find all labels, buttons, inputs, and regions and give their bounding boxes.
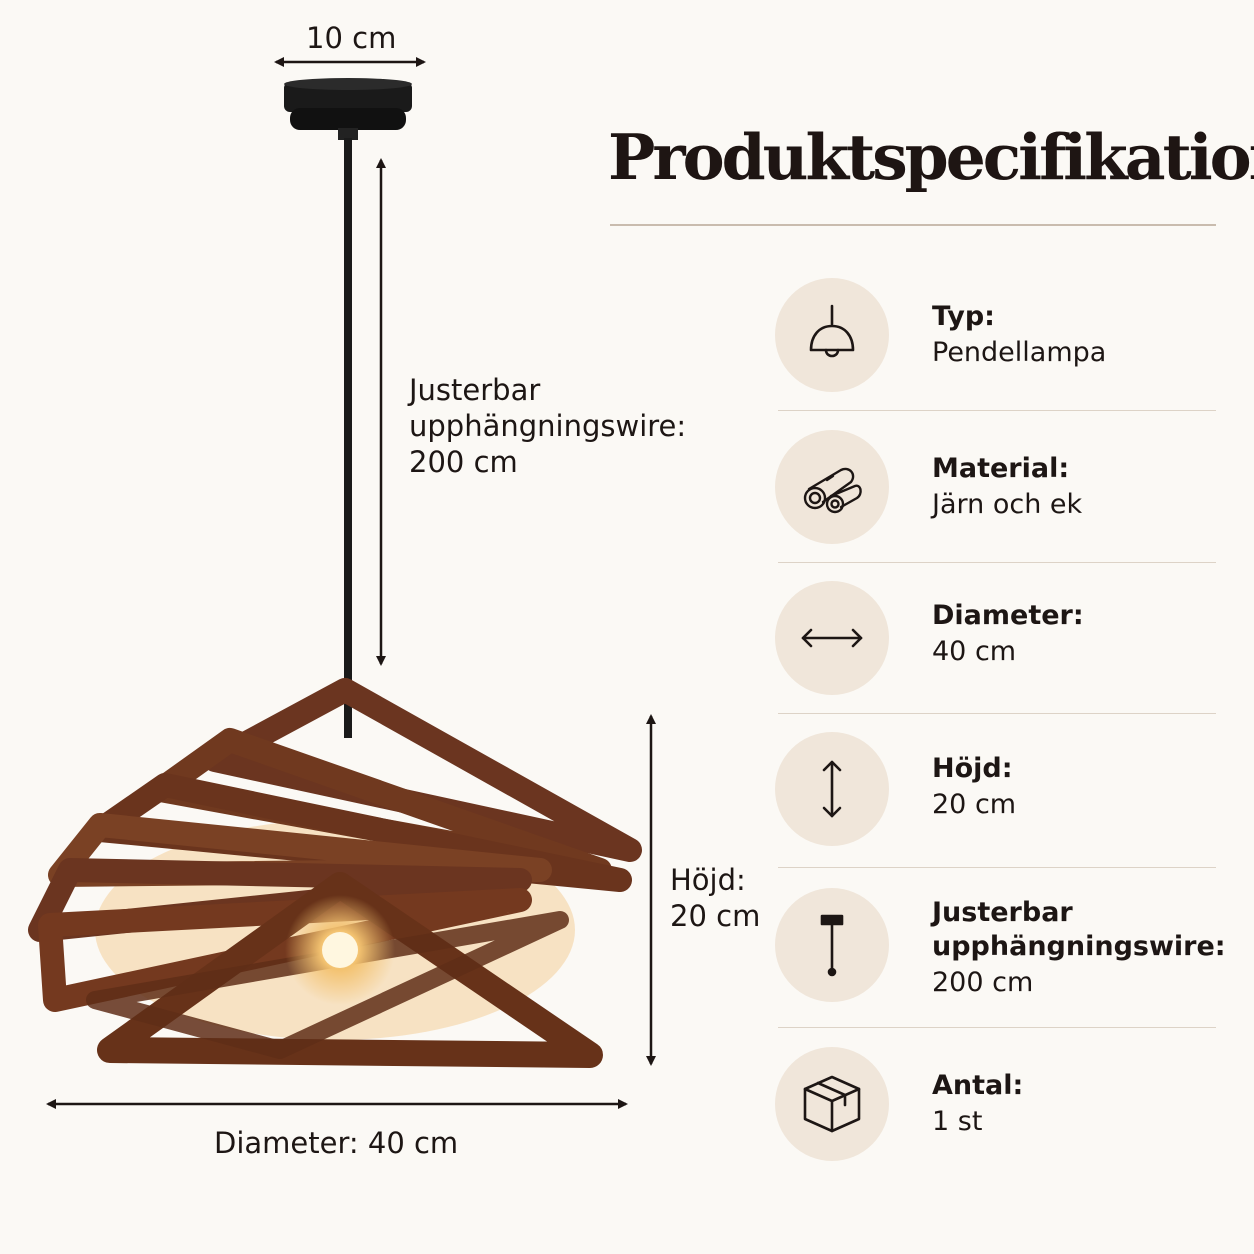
lamp-illustration xyxy=(28,57,656,1109)
spec-value: 20 cm xyxy=(932,789,1017,820)
spec-divider xyxy=(778,1027,1216,1028)
title-divider xyxy=(610,224,1216,226)
spec-text-material: Material: Järn och ek xyxy=(932,452,1082,523)
spec-label: Antal: xyxy=(932,1070,1024,1101)
spec-icon-circle xyxy=(775,581,889,695)
spec-label-line-1: Justerbar xyxy=(932,897,1073,928)
spec-label: Typ: xyxy=(932,301,995,332)
height-label-line-2: 20 cm xyxy=(670,899,761,933)
page-title: Produktspecifikation xyxy=(608,120,1254,194)
spec-row-quantity: Antal: 1 st xyxy=(775,1047,1216,1161)
spec-value: Pendellampa xyxy=(932,337,1107,368)
spec-label: Höjd: xyxy=(932,753,1013,784)
height-label-line-1: Höjd: xyxy=(670,863,746,897)
spec-label: Material: xyxy=(932,453,1070,484)
pendant-lamp-icon xyxy=(809,304,855,358)
wire-label-line-3: 200 cm xyxy=(409,445,518,479)
wire-dimension-label: Justerbar upphängningswire: 200 cm xyxy=(409,372,686,480)
spec-label-line-2: upphängningswire: xyxy=(932,931,1226,962)
wire-label-line-1: Justerbar xyxy=(409,373,541,407)
spec-row-diameter: Diameter: 40 cm xyxy=(775,581,1216,695)
spec-icon-circle xyxy=(775,430,889,544)
spec-row-height: Höjd: 20 cm xyxy=(775,732,1216,846)
horizontal-arrow-icon xyxy=(801,628,863,648)
wood-logs-icon xyxy=(803,467,862,514)
spec-text-quantity: Antal: 1 st xyxy=(932,1069,1023,1140)
spec-divider xyxy=(778,713,1216,714)
spec-icon-circle xyxy=(775,888,889,1002)
spec-text-type: Typ: Pendellampa xyxy=(932,300,1106,371)
spec-value: 40 cm xyxy=(932,636,1017,667)
vertical-arrow-icon xyxy=(822,760,842,818)
spec-text-wire: Justerbar upphängningswire: 200 cm xyxy=(932,896,1226,1001)
spec-text-height: Höjd: 20 cm xyxy=(932,752,1016,823)
wooden-shade xyxy=(28,678,642,1068)
box-icon xyxy=(803,1075,861,1133)
spec-icon-circle xyxy=(775,732,889,846)
spec-text-diameter: Diameter: 40 cm xyxy=(932,599,1084,670)
wire-label-line-2: upphängningswire: xyxy=(409,409,687,443)
diameter-label: Diameter: 40 cm xyxy=(214,1126,459,1160)
top-width-label: 10 cm xyxy=(306,21,397,55)
spec-divider xyxy=(778,562,1216,563)
spec-row-material: Material: Järn och ek xyxy=(775,430,1216,544)
spec-value: Järn och ek xyxy=(932,489,1083,520)
spec-value: 200 cm xyxy=(932,967,1034,998)
spec-divider xyxy=(778,410,1216,411)
spec-row-type: Typ: Pendellampa xyxy=(775,278,1216,392)
spec-icon-circle xyxy=(775,278,889,392)
spec-icon-circle xyxy=(775,1047,889,1161)
spec-label: Diameter: xyxy=(932,600,1084,631)
height-dimension-label: Höjd: 20 cm xyxy=(670,862,760,934)
suspension-wire-icon xyxy=(820,914,844,977)
ceiling-canopy xyxy=(284,78,412,140)
spec-row-wire: Justerbar upphängningswire: 200 cm xyxy=(775,886,1226,1004)
spec-divider xyxy=(778,867,1216,868)
suspension-rod xyxy=(344,138,352,738)
spec-value: 1 st xyxy=(932,1106,983,1137)
